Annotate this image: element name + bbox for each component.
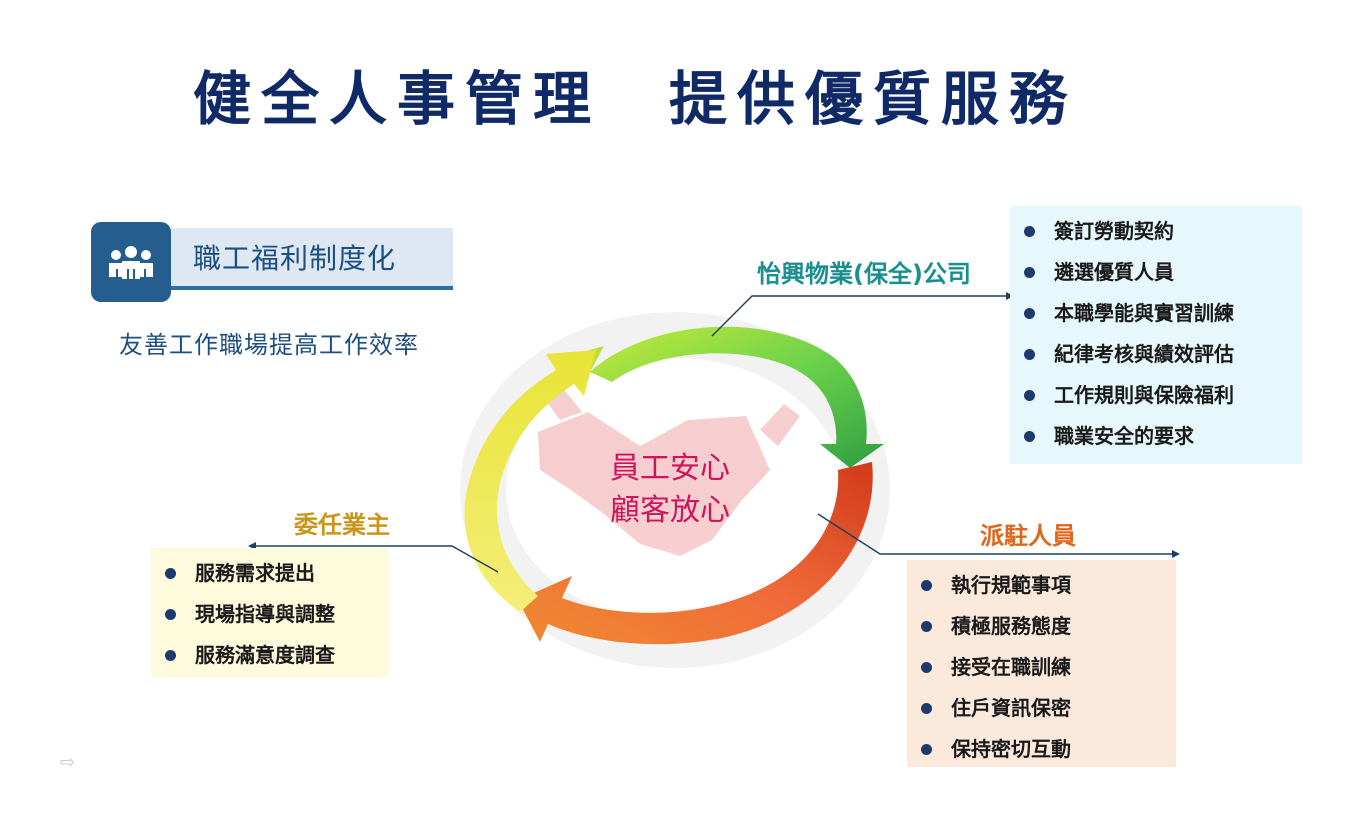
orange-arrow xyxy=(518,462,873,645)
company-item: 紀律考核與績效評估 xyxy=(1024,341,1302,382)
staff-label: 派駐人員 xyxy=(980,522,1076,550)
company-item: 職業安全的要求 xyxy=(1024,423,1302,464)
next-slide-icon[interactable]: ⇨ xyxy=(60,752,76,773)
section-header-text: 職工福利制度化 xyxy=(193,242,397,275)
staff-connector xyxy=(817,513,1172,555)
owner-label: 委任業主 xyxy=(294,511,390,539)
staff-item: 住戶資訊保密 xyxy=(921,695,1176,736)
company-box: 簽訂勞動契約 遴選優質人員 本職學能與實習訓練 紀律考核與績效評估 工作規則與保… xyxy=(1010,206,1302,464)
yellow-arrow xyxy=(464,350,596,612)
owner-item: 服務滿意度調查 xyxy=(165,642,389,683)
people-icon xyxy=(91,222,171,302)
section-subtitle: 友善工作職場提高工作效率 xyxy=(119,331,419,359)
owner-box: 服務需求提出 現場指導與調整 服務滿意度調查 xyxy=(151,548,389,677)
company-label: 怡興物業(保全)公司 xyxy=(757,260,971,288)
company-item: 遴選優質人員 xyxy=(1024,259,1302,300)
page-title: 健全人事管理 提供優質服務 xyxy=(192,65,1077,133)
owner-item: 現場指導與調整 xyxy=(165,601,389,642)
owner-connector xyxy=(256,545,499,573)
center-line-2: 顧客放心 xyxy=(610,493,730,528)
company-item: 工作規則與保險福利 xyxy=(1024,382,1302,423)
green-arrow xyxy=(590,326,884,468)
company-connector xyxy=(711,295,1006,337)
staff-item: 執行規範事項 xyxy=(921,572,1176,613)
staff-box: 執行規範事項 積極服務態度 接受在職訓練 住戶資訊保密 保持密切互動 xyxy=(907,560,1176,767)
company-item: 簽訂勞動契約 xyxy=(1024,218,1302,259)
owner-item: 服務需求提出 xyxy=(165,560,389,601)
staff-item: 保持密切互動 xyxy=(921,736,1176,777)
center-line-1: 員工安心 xyxy=(610,451,730,486)
company-item: 本職學能與實習訓練 xyxy=(1024,300,1302,341)
center-message: 員工安心 顧客放心 xyxy=(580,448,760,532)
section-header: 職工福利制度化 xyxy=(171,228,453,290)
staff-item: 接受在職訓練 xyxy=(921,654,1176,695)
staff-item: 積極服務態度 xyxy=(921,613,1176,654)
